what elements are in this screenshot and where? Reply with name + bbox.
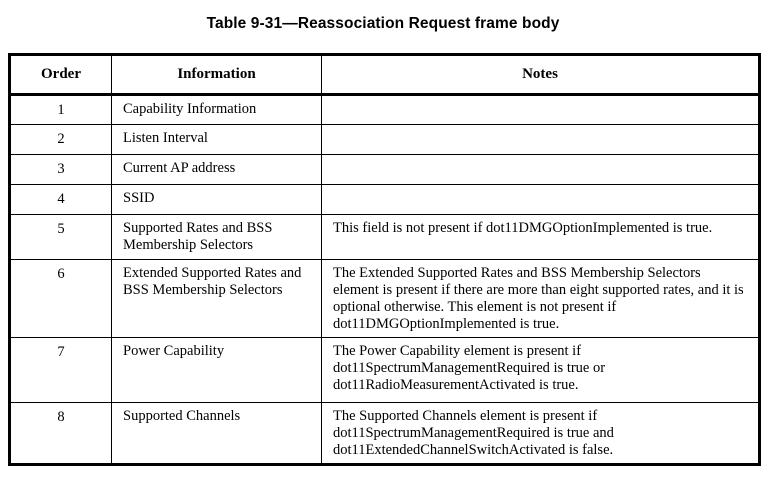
frame-body-table: Order Information Notes 1 Capability Inf… [8, 53, 761, 466]
cell-information: Extended Supported Rates and BSS Members… [111, 259, 322, 338]
table-row: 6 Extended Supported Rates and BSS Membe… [9, 259, 760, 338]
cell-order: 8 [9, 402, 112, 465]
header-notes: Notes [321, 54, 760, 96]
cell-information: Supported Channels [111, 402, 322, 465]
table-row: 3 Current AP address [9, 154, 760, 185]
cell-information: Capability Information [111, 94, 322, 125]
cell-information: Supported Rates and BSS Membership Selec… [111, 214, 322, 260]
cell-information: SSID [111, 184, 322, 215]
table-row: 7 Power Capability The Power Capability … [9, 337, 760, 403]
cell-information: Current AP address [111, 154, 322, 185]
cell-order: 3 [9, 154, 112, 185]
table-row: 1 Capability Information [9, 94, 760, 125]
cell-order: 5 [9, 214, 112, 260]
header-information: Information [111, 54, 322, 96]
cell-notes [321, 154, 760, 185]
table-row: 4 SSID [9, 184, 760, 215]
cell-information: Listen Interval [111, 124, 322, 155]
cell-notes [321, 184, 760, 215]
cell-order: 6 [9, 259, 112, 338]
table-row: 5 Supported Rates and BSS Membership Sel… [9, 214, 760, 260]
cell-order: 4 [9, 184, 112, 215]
cell-order: 2 [9, 124, 112, 155]
header-row: Order Information Notes [9, 54, 760, 96]
cell-notes [321, 94, 760, 125]
cell-notes: This field is not present if dot11DMGOpt… [321, 214, 760, 260]
table-row: 2 Listen Interval [9, 124, 760, 155]
header-order: Order [9, 54, 112, 96]
cell-notes: The Extended Supported Rates and BSS Mem… [321, 259, 760, 338]
cell-notes: The Power Capability element is present … [321, 337, 760, 403]
table-row: 8 Supported Channels The Supported Chann… [9, 402, 760, 465]
cell-order: 7 [9, 337, 112, 403]
cell-order: 1 [9, 94, 112, 125]
table-caption: Table 9-31—Reassociation Request frame b… [206, 15, 560, 32]
document-page: Table 9-31—Reassociation Request frame b… [8, 15, 761, 466]
cell-information: Power Capability [111, 337, 322, 403]
cell-notes: The Supported Channels element is presen… [321, 402, 760, 465]
cell-notes [321, 124, 760, 155]
